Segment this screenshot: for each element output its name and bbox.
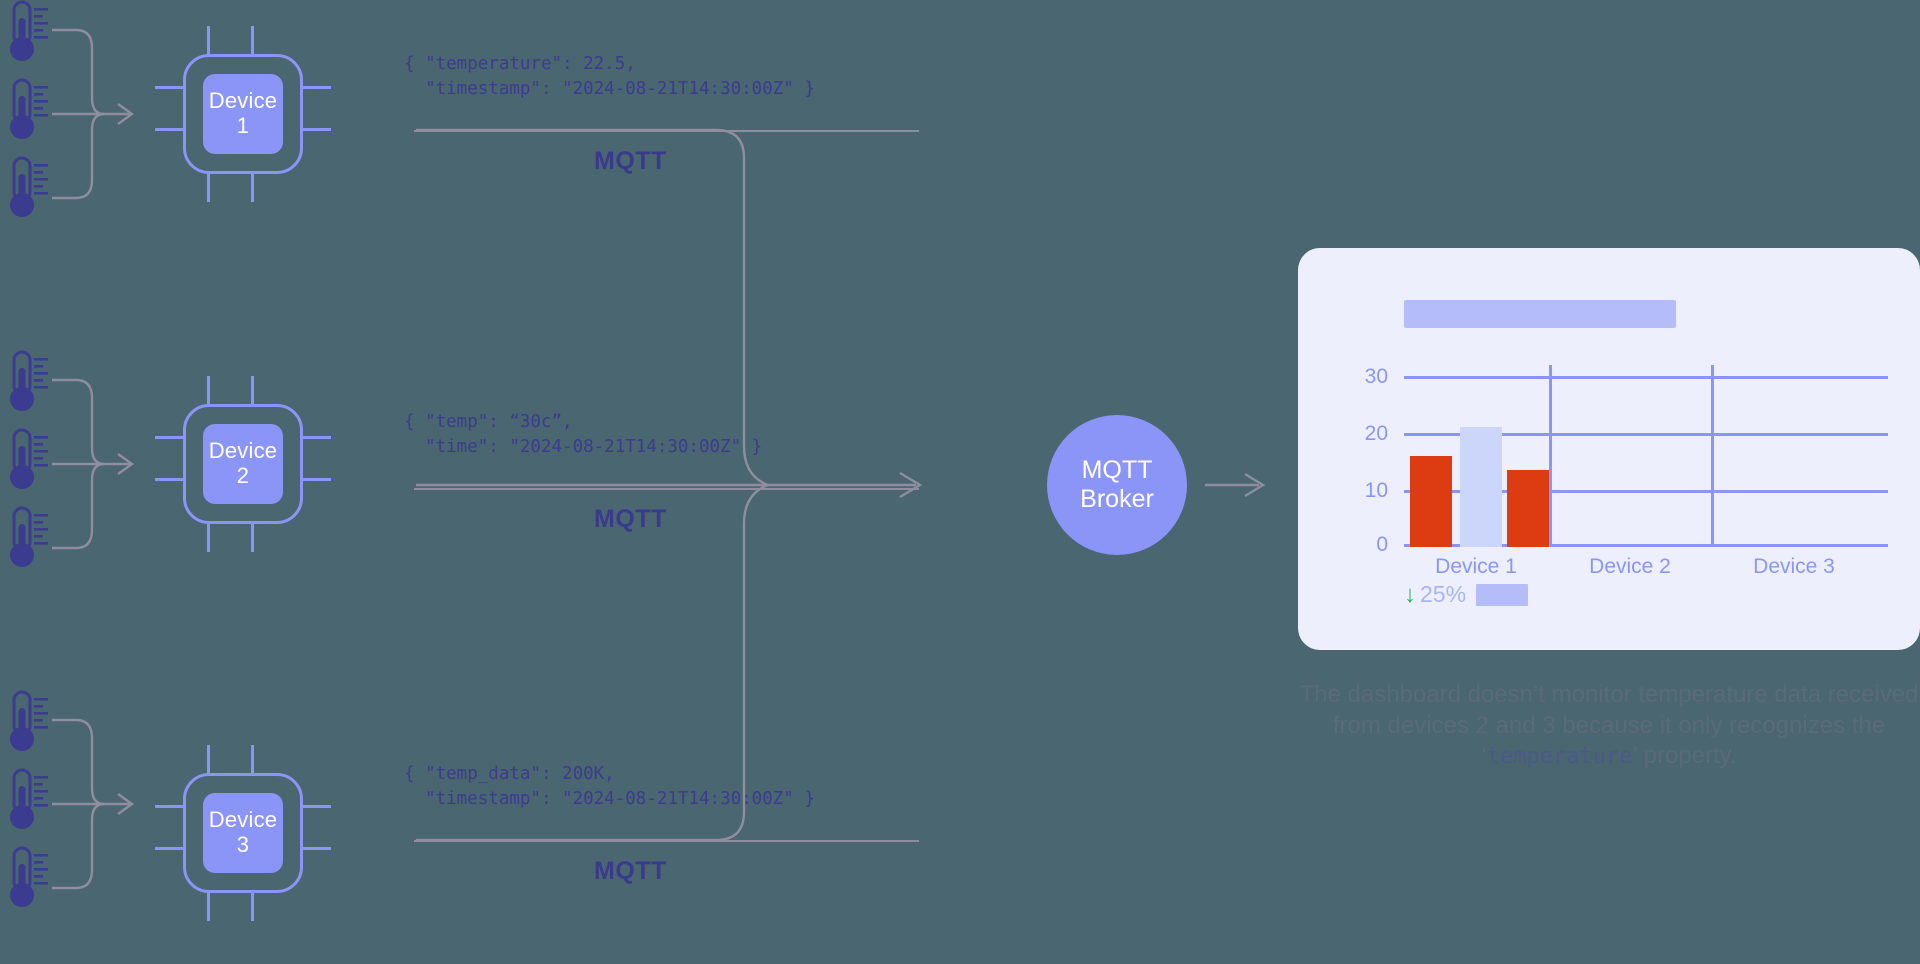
chip-pin	[251, 376, 254, 406]
axis-x-tick-device-3: Device 3	[1753, 555, 1835, 578]
thermometer-icon	[8, 846, 52, 914]
chip-outline	[183, 773, 303, 893]
category-divider-1	[1549, 365, 1552, 547]
chip-pin	[251, 26, 254, 56]
mqtt-rail-2	[414, 488, 919, 490]
dashboard-card: 30 20 10 0 Device 1 Device 2 Device 3 ↓ …	[1298, 248, 1920, 650]
caption-code-temperature: temperature	[1486, 744, 1633, 770]
broker-label-line1: MQTT	[1081, 455, 1153, 484]
thermometer-icon	[8, 78, 52, 146]
chip-pin	[301, 86, 331, 89]
bar-chart-plot: 30 20 10 0 Device 1 Device 2 Device 3	[1365, 365, 1888, 578]
chip-pin	[207, 172, 210, 202]
sensor-merge-brace	[52, 24, 140, 204]
chip-outline	[183, 54, 303, 174]
chip-pin	[301, 128, 331, 131]
sensor-merge-brace	[52, 714, 140, 894]
gridline-20	[1404, 433, 1888, 436]
broker-label-line2: Broker	[1080, 485, 1154, 513]
broker-to-dashboard-arrow	[1205, 470, 1267, 500]
delta-bar-placeholder	[1476, 583, 1529, 606]
thermometer-icon	[8, 506, 52, 574]
thermometer-icon	[8, 0, 52, 68]
axis-y-tick-0: 0	[1376, 533, 1388, 556]
chip-pin	[207, 376, 210, 406]
payload-device-3: { "temp_data": 200K, "timestamp": "2024-…	[404, 764, 815, 809]
axis-y-tick-10: 10	[1364, 479, 1388, 502]
device-chip-label-line2: 1	[236, 113, 250, 138]
axis-x-tick-device-2: Device 2	[1589, 555, 1671, 578]
dashboard-delta-indicator: ↓ 25%	[1404, 580, 1529, 608]
thermometer-icon	[8, 350, 52, 418]
chip-outline	[183, 404, 303, 524]
chip-pin	[251, 745, 254, 775]
bar-device1-series-c	[1507, 470, 1549, 547]
device-chip-3[interactable]: Device 3	[155, 745, 331, 921]
delta-percent-label: 25%	[1420, 581, 1467, 607]
bar-device1-series-b	[1460, 427, 1502, 547]
chip-pin	[251, 522, 254, 552]
sensor-merge-brace	[52, 374, 140, 554]
thermometer-icon	[8, 690, 52, 758]
chip-pin	[301, 847, 331, 850]
payload-device-2: { "temp": “30c”, "time": "2024-08-21T14:…	[404, 412, 763, 457]
thermometer-icon	[8, 156, 52, 224]
chip-pin	[251, 891, 254, 921]
caption-text-before: The dashboard doesn’t monitor temperatur…	[1299, 681, 1919, 770]
chip-pin	[207, 522, 210, 552]
device-chip-label-line2: 2	[236, 463, 250, 488]
chip-pin	[207, 891, 210, 921]
mqtt-label-1: MQTT	[594, 147, 667, 175]
chip-core: Device 1	[203, 74, 283, 154]
chip-core: Device 2	[203, 424, 283, 504]
payload-device-1: { "temperature": 22.5, "timestamp": "202…	[404, 54, 815, 99]
dashboard-caption: The dashboard doesn’t monitor temperatur…	[1298, 680, 1920, 772]
arrow-down-icon: ↓	[1404, 580, 1416, 608]
sensor-group-device-1	[0, 0, 140, 230]
axis-y-tick-20: 20	[1364, 422, 1388, 445]
chip-pin	[155, 805, 185, 808]
chip-core: Device 3	[203, 793, 283, 873]
axis-x-tick-device-1: Device 1	[1435, 555, 1517, 578]
chip-pin	[207, 26, 210, 56]
gridline-30	[1404, 376, 1888, 379]
gridline-10	[1404, 490, 1888, 493]
thermometer-icon	[8, 428, 52, 496]
axis-y-tick-30: 30	[1364, 365, 1388, 388]
chip-pin	[301, 478, 331, 481]
mqtt-label-3: MQTT	[594, 857, 667, 885]
chip-pin	[155, 478, 185, 481]
chip-pin	[155, 128, 185, 131]
mqtt-broker-node[interactable]: MQTT Broker	[1047, 415, 1187, 555]
device-chip-label-line2: 3	[236, 832, 250, 857]
thermometer-icon	[8, 768, 52, 836]
chip-pin	[155, 86, 185, 89]
device-chip-label-line1: Device	[208, 438, 278, 464]
chip-pin	[155, 436, 185, 439]
device-chip-label-line1: Device	[208, 807, 278, 833]
device-chip-1[interactable]: Device 1	[155, 26, 331, 202]
broker-merge-connector	[416, 124, 1056, 846]
caption-text-after: ’ property.	[1632, 742, 1737, 770]
chip-pin	[155, 847, 185, 850]
sensor-group-device-2	[0, 350, 140, 580]
axis-x-baseline	[1404, 544, 1888, 547]
chip-pin	[301, 436, 331, 439]
category-divider-2	[1711, 365, 1714, 547]
device-chip-label-line1: Device	[208, 88, 278, 114]
chip-pin	[301, 805, 331, 808]
mqtt-label-2: MQTT	[594, 505, 667, 533]
chip-pin	[251, 172, 254, 202]
dashboard-title-placeholder	[1404, 300, 1676, 328]
bar-device1-series-a	[1410, 456, 1452, 547]
chip-pin	[207, 745, 210, 775]
device-chip-2[interactable]: Device 2	[155, 376, 331, 552]
sensor-group-device-3	[0, 690, 140, 920]
